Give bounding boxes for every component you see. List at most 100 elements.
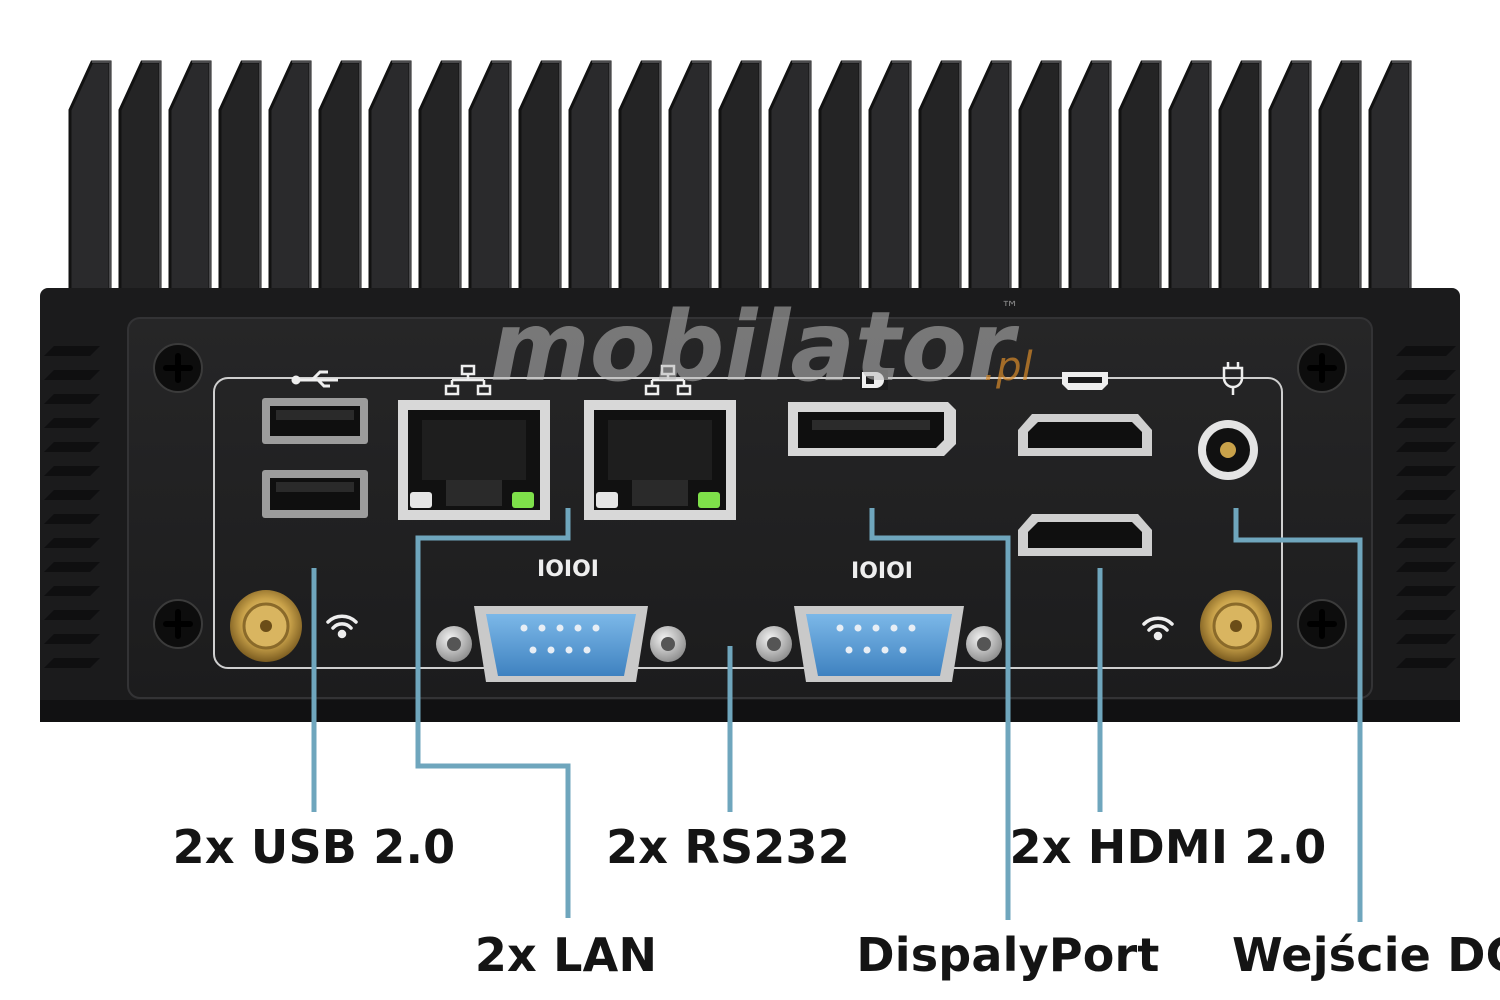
- watermark-trademark: ™: [1001, 298, 1019, 319]
- displayport-port: [788, 402, 956, 456]
- serial-pins: [520, 624, 916, 654]
- serial-pin: [872, 624, 880, 632]
- hdmi-port: [1018, 414, 1152, 456]
- heatsink-fin: [968, 60, 1012, 302]
- heatsink-fin-edge: [1042, 61, 1061, 300]
- heatsink-fin-edge: [1342, 61, 1361, 300]
- side-vent-slot: [1396, 634, 1456, 644]
- serial-pin: [529, 646, 537, 654]
- heatsink-fin-edge: [742, 61, 761, 300]
- heatsink-fin: [168, 60, 212, 302]
- network-icon: [444, 364, 492, 396]
- heatsink-fin: [668, 60, 712, 302]
- serial-pin: [547, 646, 555, 654]
- serial-pin: [574, 624, 582, 632]
- hdmi-icon: [1062, 372, 1108, 390]
- side-vent-slot: [1396, 442, 1456, 452]
- heatsink-fin: [268, 60, 312, 302]
- usb-port: [262, 470, 368, 518]
- side-vent-slot: [44, 442, 100, 452]
- serial-pin: [881, 646, 889, 654]
- serial-pin: [565, 646, 573, 654]
- heatsink-fin-edge: [1392, 61, 1411, 300]
- heatsink-fin: [1168, 60, 1212, 302]
- side-vent-slot: [44, 514, 100, 524]
- heatsink-fin-edge: [992, 61, 1011, 300]
- serial-pin: [836, 624, 844, 632]
- heatsink-fin-edge: [1292, 61, 1311, 300]
- side-vent-slot: [1396, 658, 1456, 668]
- heatsink-fin-edge: [942, 61, 961, 300]
- side-vent-slot: [44, 370, 100, 380]
- serial-pin: [520, 624, 528, 632]
- watermark-logo: mobilator: [490, 291, 1020, 403]
- panel-screw-slots: [163, 353, 1337, 639]
- heatsink-fin: [818, 60, 862, 302]
- heatsink-fin-edge: [292, 61, 311, 300]
- heatsink-fin-edge: [442, 61, 461, 300]
- callout-label-usb: 2x USB 2.0: [172, 820, 456, 874]
- heatsink-fins: [68, 60, 1412, 302]
- chassis-base: [40, 700, 1460, 722]
- side-vent-slot: [1396, 586, 1456, 596]
- lan-port: [584, 400, 736, 520]
- io-outline: [213, 377, 1283, 669]
- serial-pin: [854, 624, 862, 632]
- heatsink-fin: [418, 60, 462, 302]
- wifi-icon: [326, 614, 358, 639]
- heatsink-fin: [718, 60, 762, 302]
- side-vent-slot: [1396, 370, 1456, 380]
- usb-port: [262, 398, 368, 444]
- serial-pin: [908, 624, 916, 632]
- heatsink-fin: [1118, 60, 1162, 302]
- heatsink-fin: [1218, 60, 1262, 302]
- heatsink-fin: [1368, 60, 1412, 302]
- heatsink-fin-edge: [542, 61, 561, 300]
- side-vent-slot: [44, 634, 100, 644]
- side-vent-slot: [1396, 562, 1456, 572]
- side-vent-slot: [1396, 514, 1456, 524]
- side-vent-slot: [1396, 394, 1456, 404]
- heatsink-fin: [518, 60, 562, 302]
- watermark-suffix: .pl: [983, 344, 1032, 390]
- heatsink-fin: [918, 60, 962, 302]
- side-vent-slot: [44, 610, 100, 620]
- serial-pin: [890, 624, 898, 632]
- side-vent-slot: [1396, 346, 1456, 356]
- side-vent-slot: [44, 658, 100, 668]
- heatsink-fin: [368, 60, 412, 302]
- heatsink-fin-edge: [842, 61, 861, 300]
- heatsink-fin-edge: [1242, 61, 1261, 300]
- callout-label-rs232: 2x RS232: [606, 820, 850, 874]
- side-vent-slot: [1396, 490, 1456, 500]
- heatsink-fin-edge: [342, 61, 361, 300]
- heatsink-fin-edge: [492, 61, 511, 300]
- usb-icon: [291, 370, 338, 388]
- displayport-icon: [860, 370, 888, 390]
- heatsink-fin-edge: [1142, 61, 1161, 300]
- heatsink-fin: [1068, 60, 1112, 302]
- callout-line-dc: [1233, 508, 1363, 922]
- callout-label-dc: Wejście DC: [1232, 928, 1500, 982]
- antenna-connector: [230, 590, 302, 662]
- heatsink-fin: [618, 60, 662, 302]
- serial-pin: [899, 646, 907, 654]
- heatsink-fin: [68, 60, 112, 302]
- heatsink-fin-edge: [192, 61, 211, 300]
- heatsink-fin-edge: [392, 61, 411, 300]
- side-vent-slot: [44, 418, 100, 428]
- serial-pin: [538, 624, 546, 632]
- heatsink-fin: [768, 60, 812, 302]
- heatsink-fin-edge: [92, 61, 111, 300]
- side-vent-slot: [1396, 418, 1456, 428]
- side-vent-slot: [44, 562, 100, 572]
- antenna-connector: [1200, 590, 1272, 662]
- heatsink-fin: [568, 60, 612, 302]
- side-vent-slot: [44, 346, 100, 356]
- hdmi-port: [1018, 514, 1152, 556]
- heatsink-fin-edge: [642, 61, 661, 300]
- heatsink-fin: [1268, 60, 1312, 302]
- side-vent-slot: [1396, 538, 1456, 548]
- heatsink-fin-edge: [1092, 61, 1111, 300]
- heatsink-fin: [868, 60, 912, 302]
